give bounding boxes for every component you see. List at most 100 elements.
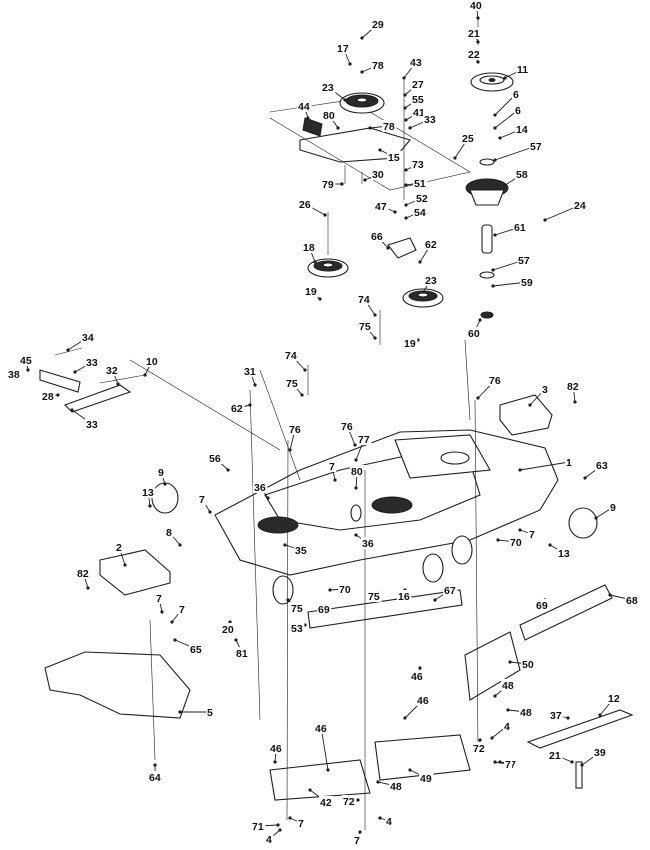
callout-32: 32 xyxy=(105,364,120,386)
callout-backdrop xyxy=(409,56,424,68)
leader-dot xyxy=(178,710,182,714)
callout-number: 38 xyxy=(8,369,20,381)
callout-7: 7 xyxy=(518,528,537,541)
callout-23: 23 xyxy=(321,81,347,102)
leader-dot xyxy=(336,126,340,130)
callout-backdrop xyxy=(595,459,610,471)
leader-dot xyxy=(170,620,174,624)
callout-37: 37 xyxy=(549,709,570,722)
callout-59: 59 xyxy=(491,276,535,289)
callout-48: 48 xyxy=(376,780,404,793)
callout-backdrop xyxy=(371,59,386,71)
leader-dot xyxy=(418,666,422,670)
callout-46: 46 xyxy=(314,722,330,772)
leader-dot xyxy=(116,382,120,386)
leader-dot xyxy=(228,620,232,624)
callout-backdrop xyxy=(549,709,564,721)
callout-number: 14 xyxy=(516,124,528,136)
leader-dot xyxy=(360,70,364,74)
callout-number: 12 xyxy=(608,693,620,705)
callout-58: 58 xyxy=(502,168,530,188)
callout-57: 57 xyxy=(491,254,532,272)
callout-7: 7 xyxy=(328,460,337,482)
callout-number: 71 xyxy=(252,821,264,833)
callout-65: 65 xyxy=(173,638,204,656)
callout-76: 76 xyxy=(476,374,503,400)
leader-dot xyxy=(56,393,60,397)
callout-number: 34 xyxy=(82,332,94,344)
leader-dot xyxy=(404,183,408,187)
callout-backdrop xyxy=(189,643,204,655)
callout-50: 50 xyxy=(508,658,536,671)
callout-2: 2 xyxy=(115,541,127,567)
callout-backdrop xyxy=(521,658,536,670)
callout-backdrop xyxy=(155,592,164,604)
callout-backdrop xyxy=(350,465,365,477)
callout-number: 81 xyxy=(236,648,248,660)
callout-number: 13 xyxy=(558,548,570,560)
callout-backdrop xyxy=(515,123,530,135)
leader-dot xyxy=(418,260,422,264)
callout-backdrop xyxy=(416,694,431,706)
callout-backdrop xyxy=(298,198,313,210)
leader-dot xyxy=(421,290,425,294)
callout-backdrop xyxy=(371,18,386,30)
callout-backdrop xyxy=(411,158,426,170)
callout-number: 74 xyxy=(358,294,370,306)
callout-11: 11 xyxy=(503,63,531,80)
leader-dot xyxy=(313,260,317,264)
leader-dot xyxy=(403,716,407,720)
callout-number: 78 xyxy=(372,60,384,72)
leader-dot xyxy=(580,763,584,767)
callout-number: 62 xyxy=(425,239,437,251)
callout-number: 35 xyxy=(295,545,307,557)
callout-number: 46 xyxy=(411,671,423,683)
leader-line xyxy=(320,727,329,771)
leader-dot xyxy=(273,760,277,764)
leader-dot xyxy=(276,823,280,827)
callout-number: 33 xyxy=(86,419,98,431)
leader-dot xyxy=(433,598,437,602)
callout-backdrop xyxy=(230,402,245,414)
callout-backdrop xyxy=(290,602,305,614)
leader-dot xyxy=(508,660,512,664)
callout-backdrop xyxy=(361,537,376,549)
callout-number: 28 xyxy=(42,391,54,403)
callout-number: 48 xyxy=(390,781,402,793)
callout-backdrop xyxy=(423,113,438,125)
callout-backdrop xyxy=(503,720,512,732)
leader-dot xyxy=(502,184,506,188)
callout-number: 82 xyxy=(567,381,579,393)
callout-79: 79 xyxy=(321,178,344,191)
callout-80: 80 xyxy=(350,465,365,490)
callout-backdrop xyxy=(141,486,156,498)
callout-number: 66 xyxy=(371,231,383,243)
callout-number: 51 xyxy=(414,178,426,190)
callout-backdrop xyxy=(178,603,187,615)
callout-66: 66 xyxy=(370,230,390,250)
callout-74: 74 xyxy=(284,349,307,372)
callout-number: 76 xyxy=(341,421,353,433)
callout-number: 4 xyxy=(266,834,272,846)
leader-dot xyxy=(368,126,372,130)
callout-78: 78 xyxy=(360,59,386,74)
callout-number: 69 xyxy=(318,604,330,616)
callout-number: 82 xyxy=(77,568,89,580)
callout-number: 7 xyxy=(298,818,304,830)
callout-64: 64 xyxy=(148,763,163,784)
mower-blade xyxy=(526,709,634,749)
leader-dot xyxy=(354,533,358,537)
callout-4: 4 xyxy=(378,815,394,828)
callout-number: 75 xyxy=(368,591,380,603)
leader-dot xyxy=(300,393,304,397)
callout-backdrop xyxy=(85,356,100,368)
callout-67: 67 xyxy=(433,584,458,602)
callout-47: 47 xyxy=(374,200,397,214)
callout-18: 18 xyxy=(302,241,317,264)
leader-dot xyxy=(376,780,380,784)
callout-49: 49 xyxy=(408,768,434,785)
baffle-50 xyxy=(464,631,521,701)
callout-number: 55 xyxy=(412,94,424,106)
callout-20: 20 xyxy=(221,620,236,636)
leader-dot xyxy=(476,16,480,20)
